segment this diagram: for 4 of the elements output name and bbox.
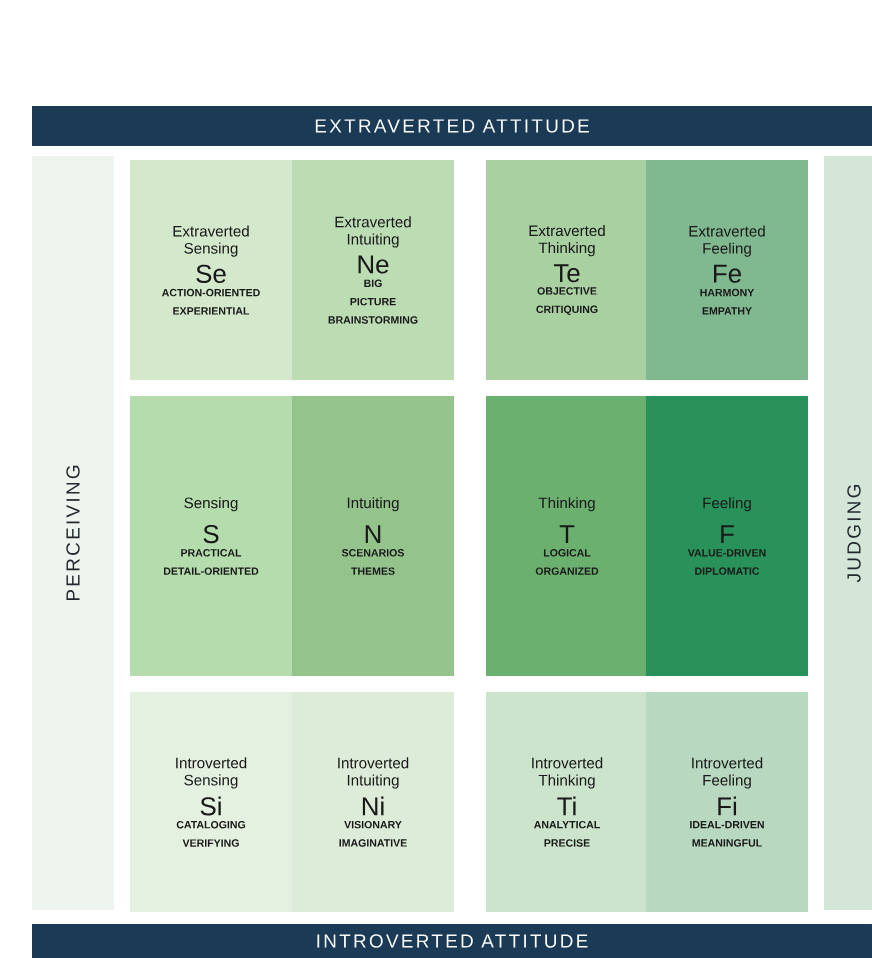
attitude-band: INTROVERTED ATTITUDE (32, 924, 872, 958)
attitude-band: EXTRAVERTED ATTITUDE (32, 106, 872, 146)
side-band: JUDGING (824, 156, 872, 910)
side-band: PERCEIVING (32, 156, 114, 910)
